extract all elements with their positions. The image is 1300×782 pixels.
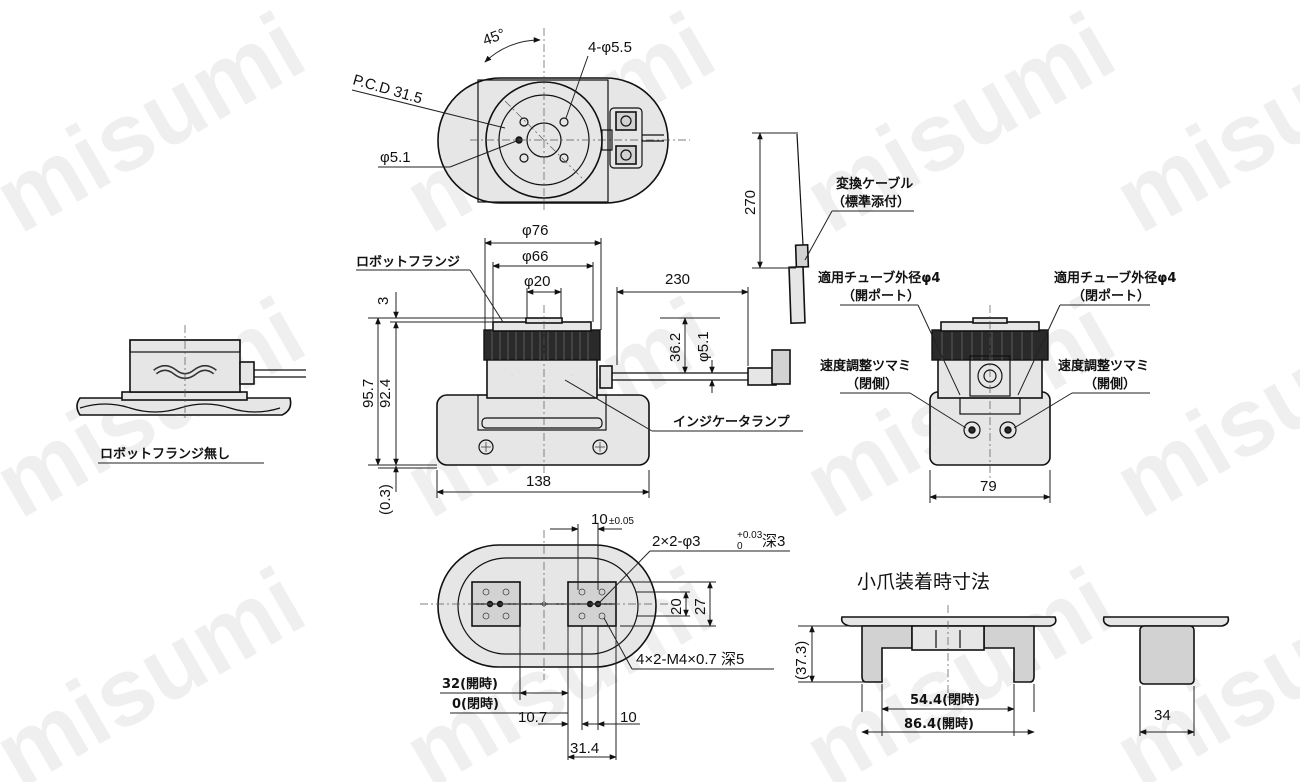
tube-left-1: 適用チューブ外径φ4 — [818, 270, 940, 286]
cable-label-1: 変換ケーブル — [836, 176, 913, 192]
d864-label: 86.4(開時) — [904, 716, 974, 732]
d51-label: φ5.1 — [695, 331, 712, 362]
d314-label: 31.4 — [570, 740, 599, 757]
watermark-text: misumi — [0, 547, 322, 782]
closed0-label: 0(閉時) — [452, 696, 499, 712]
pin-tol-lower: 0 — [737, 541, 743, 552]
bottom-view: 10 ±0.05 2×2-φ3 +0.03 0 深3 20 27 4×2-M4×… — [420, 511, 790, 760]
len230-label: 230 — [665, 271, 690, 288]
h362-label: 36.2 — [667, 333, 684, 362]
jaw-view-title: 小爪装着時寸法 — [857, 571, 990, 593]
cable-label-2: （標準添付） — [832, 194, 910, 210]
top-view: 45° 4-φ5.5 P.C.D 31.5 φ5.1 — [351, 25, 690, 210]
h373-label: (37.3) — [793, 641, 810, 680]
holes-label: 4-φ5.5 — [588, 39, 632, 56]
watermark-text: misumi — [1097, 0, 1300, 253]
h03-label: (0.3) — [377, 484, 394, 515]
no-flange-label: ロボットフランジ無し — [100, 446, 230, 462]
tube-right-1: 適用チューブ外径φ4 — [1054, 270, 1176, 286]
pin-tol-upper: +0.03 — [737, 530, 763, 541]
d76-label: φ76 — [522, 222, 548, 239]
w34-label: 34 — [1154, 707, 1171, 724]
cable-view: 270 変換ケーブル （標準添付） — [742, 132, 914, 325]
d20-label: φ20 — [524, 273, 550, 290]
lamp-label: インジケータランプ — [673, 415, 791, 430]
pin-label: φ5.1 — [380, 149, 411, 166]
tube-left-2: （開ポート） — [842, 288, 920, 304]
watermark-text: misumi — [1097, 547, 1300, 782]
d107-label: 10.7 — [518, 709, 547, 726]
pcd-label: P.C.D 31.5 — [351, 72, 424, 108]
len270-label: 270 — [742, 190, 759, 215]
d10b-label: 10 — [620, 709, 637, 726]
speed-right-2: （開側） — [1084, 376, 1136, 392]
jaw-view: 小爪装着時寸法 (37.3) 54.4(閉時) 86.4(開時) 34 — [793, 571, 1230, 736]
speed-right-1: 速度調整ツマミ — [1058, 358, 1149, 374]
d10-tol: ±0.05 — [609, 516, 634, 527]
speed-left-1: 速度調整ツマミ — [820, 358, 911, 374]
d10-label: 10 — [591, 511, 608, 528]
d544-label: 54.4(閉時) — [910, 692, 980, 708]
watermark-text: misumi — [787, 0, 1132, 253]
speed-left-2: （閉側） — [846, 376, 898, 392]
watermark-text: misumi — [0, 0, 322, 253]
h924-label: 92.4 — [377, 379, 394, 408]
h20-label: 20 — [668, 598, 685, 615]
w79-label: 79 — [980, 478, 997, 495]
w138-label: 138 — [526, 473, 551, 490]
open32-label: 32(開時) — [442, 676, 498, 692]
tap-holes-label: 4×2-M4×0.7 深5 — [636, 651, 744, 668]
front-view: φ76 φ66 φ20 230 ロボットフランジ 95.7 92.4 3 (0.… — [356, 222, 803, 515]
tube-right-2: （閉ポート） — [1072, 288, 1150, 304]
watermark-text: misumi — [1097, 277, 1300, 538]
pin-holes-label: 2×2-φ3 — [652, 533, 701, 550]
side-view: 79 適用チューブ外径φ4 （開ポート） 適用チューブ外径φ4 （閉ポート） 速… — [818, 270, 1176, 503]
h3-label: 3 — [375, 297, 392, 305]
h27-label: 27 — [692, 598, 709, 615]
no-flange-view: ロボットフランジ無し — [76, 325, 306, 464]
h957-label: 95.7 — [360, 379, 377, 408]
angle-label: 45° — [481, 25, 508, 49]
pin-depth-label: 深3 — [762, 533, 785, 550]
flange-label: ロボットフランジ — [356, 254, 460, 270]
d66-label: φ66 — [522, 248, 548, 265]
